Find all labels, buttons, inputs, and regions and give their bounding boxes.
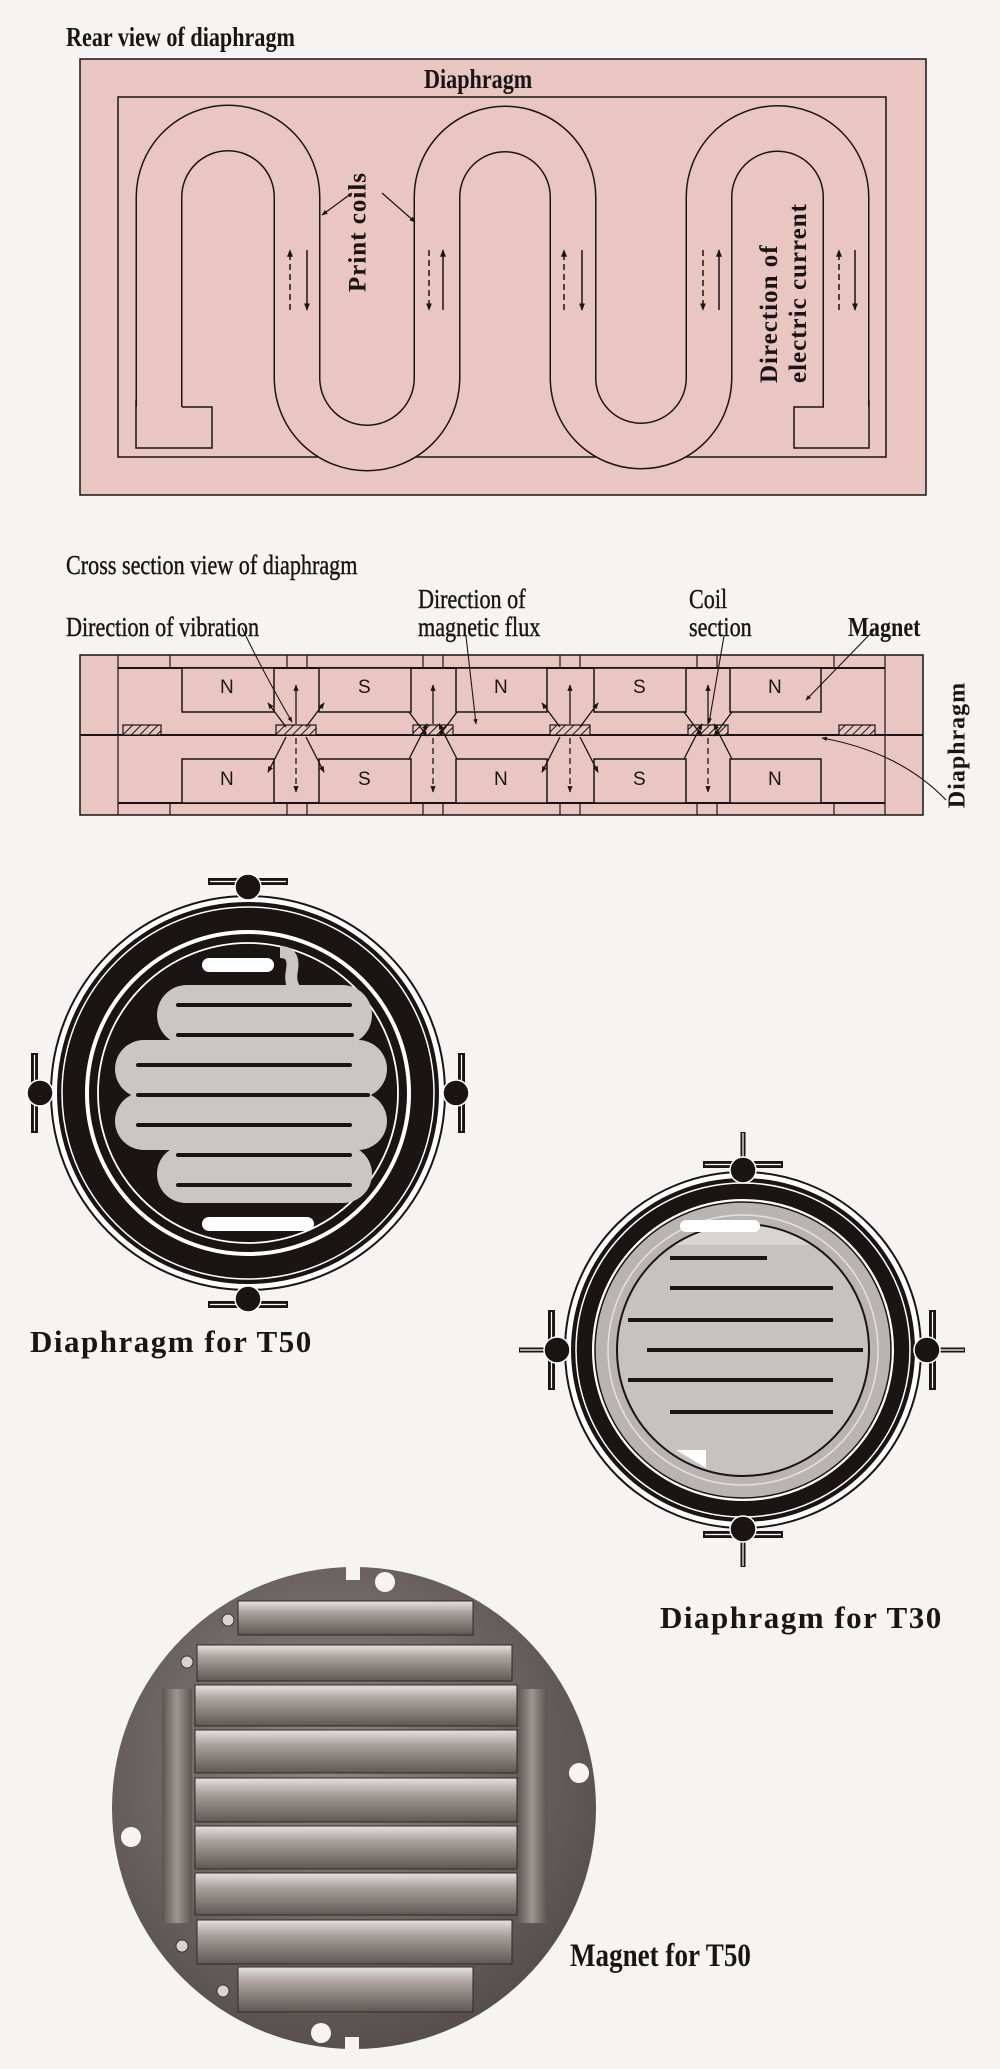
magnet-block (455, 667, 548, 713)
cross-diaphragm-label: Diaphragm (944, 681, 971, 809)
pole-label: N (494, 769, 508, 790)
t50-diaphragm-caption: Diaphragm for T50 (30, 1324, 313, 1359)
pole-label: N (494, 677, 508, 698)
coil-section (549, 724, 591, 736)
magnet-block (455, 758, 548, 804)
magnet-block (593, 758, 687, 804)
magnet-label: Magnet (848, 612, 921, 642)
mount-tab (207, 873, 289, 901)
flux-label-line1: Direction of (418, 584, 526, 614)
pole-label: N (768, 769, 782, 790)
current-direction-label: Direction of electric current (755, 203, 813, 383)
magnet-block (181, 758, 275, 804)
diaphragm-inner-border (117, 96, 887, 458)
mount-tab (26, 1052, 54, 1134)
bottom-magnets (181, 758, 822, 804)
vibration-label: Direction of vibration (66, 612, 260, 642)
flux-arrow (541, 736, 561, 773)
t30-diaphragm-caption: Diaphragm for T30 (660, 1600, 943, 1635)
coil-section (687, 724, 729, 736)
mount-tab (914, 1310, 965, 1390)
current-direction-arrows (287, 249, 858, 311)
print-coil (135, 104, 870, 472)
flux-arrow (683, 711, 703, 737)
coil-section (122, 724, 162, 736)
pole-label: N (220, 677, 234, 698)
coil-label-line1: Coil (689, 584, 728, 614)
magnet-bar (194, 1777, 518, 1823)
flux-arrow (267, 736, 287, 773)
coil-section (412, 724, 454, 736)
magnet-bar (194, 1825, 518, 1870)
flux-arrow (683, 723, 703, 760)
coil-section (275, 724, 317, 736)
flux-arrow (579, 736, 599, 773)
cross-section-diagram (79, 627, 947, 816)
magnet-bar (237, 1966, 474, 2013)
flux-arrow (438, 723, 458, 760)
rear-view-title: Rear view of diaphragm (66, 22, 295, 52)
flux-arrow (579, 702, 599, 728)
magnet-block (593, 667, 687, 713)
flux-arrow (305, 702, 325, 728)
magnet-bar (194, 1729, 518, 1774)
side-magnet-bar (162, 1689, 192, 1923)
coil-sections (122, 724, 876, 736)
t50-coil (115, 985, 387, 1203)
mount-tab (519, 1310, 570, 1390)
current-label-line1: Direction of (756, 244, 783, 384)
t50-magnet-photo (112, 1566, 596, 2051)
magnet-block (729, 758, 822, 804)
cross-section-title: Cross section view of diaphragm (66, 550, 358, 580)
flux-arrow (267, 702, 287, 728)
rear-view-diagram (79, 58, 927, 496)
pole-label: S (633, 677, 646, 698)
flux-label-line2: magnetic flux (418, 612, 541, 642)
flux-arrow (408, 711, 428, 737)
magnet-block (181, 667, 275, 713)
print-coils-leaders (321, 192, 416, 223)
flux-arrow (408, 723, 428, 760)
top-magnets (181, 667, 822, 713)
coil-label-line2: section (689, 612, 752, 642)
mount-tab (207, 1285, 289, 1313)
flux-arrow (541, 702, 561, 728)
pole-label: S (358, 769, 371, 790)
diaphragm-label: Diaphragm (424, 64, 533, 94)
t30-diaphragm-illustration (519, 1132, 965, 1567)
flux-arrow (713, 723, 733, 760)
magnet-bar (196, 1644, 513, 1682)
t50-diaphragm-illustration (26, 873, 470, 1313)
flux-arrow (305, 736, 325, 773)
flux-arrow (438, 711, 458, 737)
label-leaders (241, 627, 947, 801)
pole-label: N (768, 677, 782, 698)
coil-section (838, 724, 876, 736)
magnet-block (729, 667, 822, 713)
side-magnet-bar (517, 1689, 547, 1923)
magnet-bar (194, 1872, 518, 1916)
mount-tab (442, 1052, 470, 1134)
magnet-bar (194, 1684, 518, 1727)
flux-arrow (713, 711, 733, 737)
t50-magnet-caption: Magnet for T50 (570, 1938, 751, 1974)
pole-label: S (358, 677, 371, 698)
magnet-block (318, 758, 412, 804)
magnet-bar (196, 1919, 513, 1965)
current-label-line2: electric current (785, 202, 812, 384)
print-coils-label: Print coils (344, 171, 372, 293)
flux-arrows (267, 702, 733, 773)
magnet-bar (237, 1600, 474, 1636)
vibration-arrows (293, 684, 711, 793)
pole-label: N (220, 769, 234, 790)
pole-label: S (633, 769, 646, 790)
magnet-block (318, 667, 412, 713)
